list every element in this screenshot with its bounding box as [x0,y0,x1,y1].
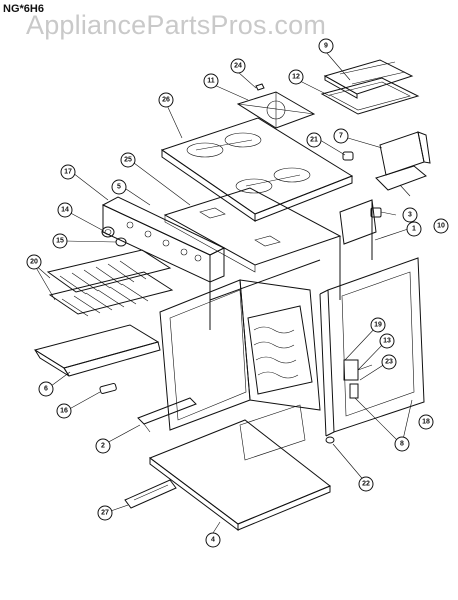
callout-20: 20 [26,254,42,270]
control-knob [101,226,115,238]
callout-11: 11 [203,73,219,89]
callout-21: 21 [306,132,322,148]
svg-text:5: 5 [117,184,121,191]
svg-text:8: 8 [400,441,404,448]
callout-19: 19 [370,317,386,333]
model-number-label: NG*6H6 [3,3,44,15]
oven-insulation [247,305,313,395]
griddle-pan [320,77,420,115]
svg-text:22: 22 [362,481,370,488]
svg-text:27: 27 [101,510,109,517]
svg-text:23: 23 [385,359,393,366]
svg-text:4: 4 [211,537,215,544]
svg-text:6: 6 [44,386,48,393]
cooktop-main-top [160,117,354,222]
callout-12: 12 [288,69,304,85]
burner-box [163,187,342,273]
oven-liner [159,279,321,431]
svg-text:12: 12 [292,74,300,81]
callout-6: 6 [38,381,54,397]
callout-26: 26 [158,92,174,108]
callout-27: 27 [97,505,113,521]
callout-16: 16 [56,403,72,419]
callout-1: 1 [406,221,422,237]
svg-text:21: 21 [310,137,318,144]
svg-text:26: 26 [162,97,170,104]
svg-text:7: 7 [339,133,343,140]
svg-text:16: 16 [60,408,68,415]
oven-vent-assembly [375,131,431,191]
svg-text:2: 2 [101,443,105,450]
callout-leaders [33,51,413,534]
svg-text:13: 13 [383,338,391,345]
oven-door [319,257,425,437]
svg-text:17: 17 [64,169,72,176]
svg-text:24: 24 [234,63,242,70]
svg-text:15: 15 [56,238,64,245]
callout-18: 18 [418,414,434,430]
callout-3: 3 [402,207,418,223]
callout-2: 2 [95,438,111,454]
svg-text:3: 3 [408,212,412,219]
grate-screw [255,83,265,91]
svg-text:18: 18 [422,419,430,426]
vent-knob [342,151,354,161]
svg-text:10: 10 [437,223,445,230]
callout-25: 25 [120,152,136,168]
thermostat-bulb-clip [325,436,335,444]
callout-5: 5 [111,179,127,195]
range-cabinet [209,199,377,330]
svg-text:20: 20 [30,259,38,266]
callout-23: 23 [381,354,397,370]
burner-bracket [137,397,197,433]
svg-text:14: 14 [61,207,69,214]
callout-17: 17 [60,164,76,180]
callout-13: 13 [379,333,395,349]
callout-9: 9 [318,38,334,54]
callout-15: 15 [52,233,68,249]
callout-4: 4 [205,532,221,548]
callout-22: 22 [358,476,374,492]
callout-7: 7 [333,128,349,144]
svg-text:9: 9 [324,43,328,50]
callout-14: 14 [57,202,73,218]
watermark: AppliancePartsPros.com [26,10,327,40]
door-hinge-assembly [343,359,373,399]
ignition-switch [370,207,382,218]
broiler-pan [33,324,161,377]
bottom-panel [148,404,331,531]
oven-burner-tube [124,479,177,509]
svg-text:19: 19 [374,322,382,329]
burner-grate [236,91,316,129]
svg-text:1: 1 [412,226,416,233]
broiler-handle [99,382,117,394]
callout-8: 8 [394,436,410,452]
callout-10: 10 [433,218,449,234]
svg-text:25: 25 [124,157,132,164]
oven-racks [46,249,174,317]
svg-text:11: 11 [207,78,215,85]
callout-24: 24 [230,58,246,74]
